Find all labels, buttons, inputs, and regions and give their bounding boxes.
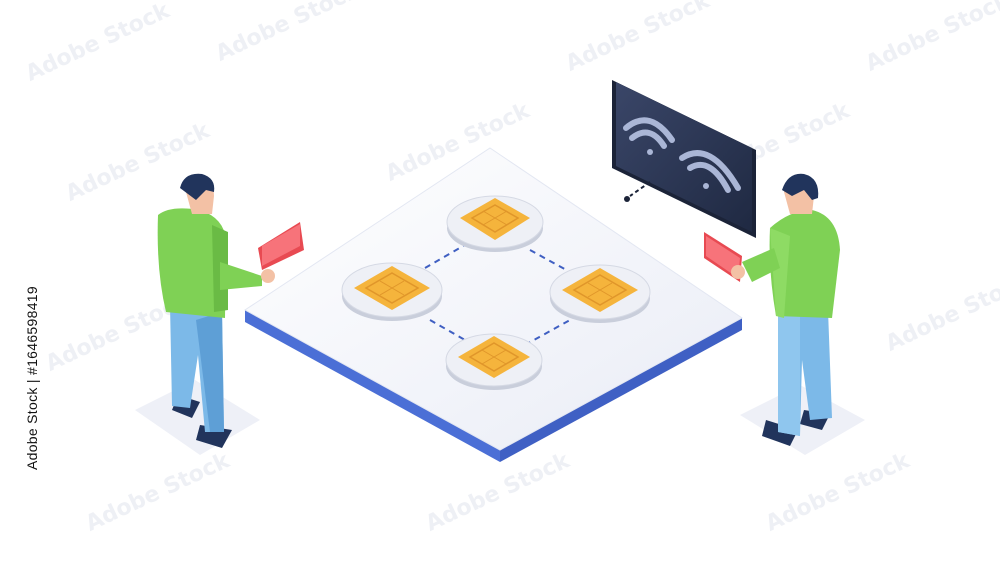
platform [244,147,743,462]
platform-top [244,147,743,451]
person-right [704,173,840,446]
dashed-connections [424,241,571,346]
platform-edge-left [245,310,500,462]
stock-caption: Adobe Stock | #1646598419 [24,286,40,470]
signal-link [629,181,651,197]
wireless-display [612,80,756,238]
floor-shadow [135,380,260,455]
wifi-icon [679,150,741,193]
platform-edge-right [500,318,742,462]
wifi-icon [623,117,675,155]
person-left [157,173,304,448]
chip-node-bottom [445,333,543,390]
chip-node-top [446,195,544,252]
chip-node-right [549,264,651,323]
chip-node-left [341,262,443,321]
